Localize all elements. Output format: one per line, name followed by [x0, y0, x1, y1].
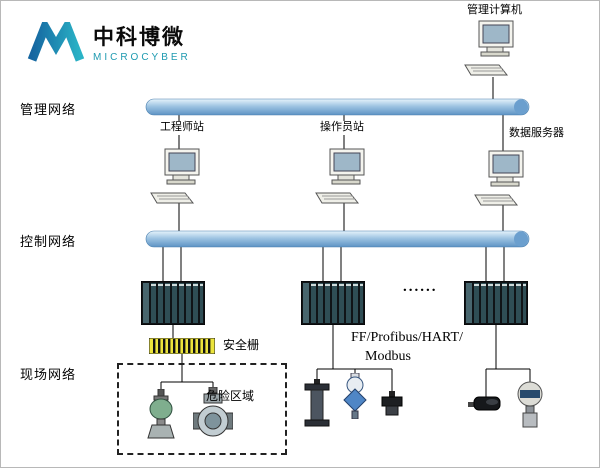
connection-lines: [160, 77, 531, 398]
brand-name-en: MICROCYBER: [93, 52, 191, 63]
pressure-transmitter-icon: [343, 373, 367, 419]
rack-ellipsis: ......: [403, 279, 438, 295]
fieldbus-line1: FF/Profibus/HART/: [351, 330, 463, 345]
controller-rack-icon-1: [141, 281, 205, 325]
operator-station-label: 操作员站: [319, 121, 365, 135]
smart-transmitter-icon: [517, 381, 543, 428]
engineer-station-label: 工程师站: [159, 121, 205, 135]
wafer-flow-meter-icon: [304, 379, 330, 427]
brand-text: 中科博微 MICROCYBER: [93, 21, 191, 63]
controller-rack-icon-3: [464, 281, 528, 325]
hazard-area-box: [117, 363, 287, 455]
safety-barrier-icon: [149, 338, 215, 354]
management-network-label: 管理网络: [20, 102, 77, 117]
microcyber-m-icon: [27, 22, 85, 62]
brand-logo: 中科博微 MICROCYBER: [27, 21, 191, 63]
management-computer-icon: [464, 20, 514, 76]
compact-gauge-icon: [468, 396, 501, 411]
shutoff-valve-icon: [381, 391, 403, 416]
hazard-area-label: 危险区域: [206, 389, 255, 403]
management-network-bus: [145, 98, 530, 116]
data-server-icon: [474, 150, 524, 206]
control-network-bus: [145, 230, 530, 248]
engineer-station-icon: [150, 148, 200, 204]
operator-station-icon: [315, 148, 365, 204]
fieldbus-protocols-label: FF/Profibus/HART/ Modbus: [351, 329, 463, 367]
management-computer-label: 管理计算机: [467, 4, 522, 16]
brand-name-cn: 中科博微: [93, 26, 185, 49]
management-bus-end-cap: [514, 99, 528, 115]
controller-rack-icon-2: [301, 281, 365, 325]
fieldbus-line2: Modbus: [365, 348, 411, 364]
control-network-label: 控制网络: [20, 234, 77, 249]
control-bus-end-cap: [514, 231, 528, 247]
data-server-label: 数据服务器: [508, 127, 565, 141]
safety-barrier-label: 安全栅: [223, 338, 260, 352]
field-network-label: 现场网络: [20, 367, 77, 382]
